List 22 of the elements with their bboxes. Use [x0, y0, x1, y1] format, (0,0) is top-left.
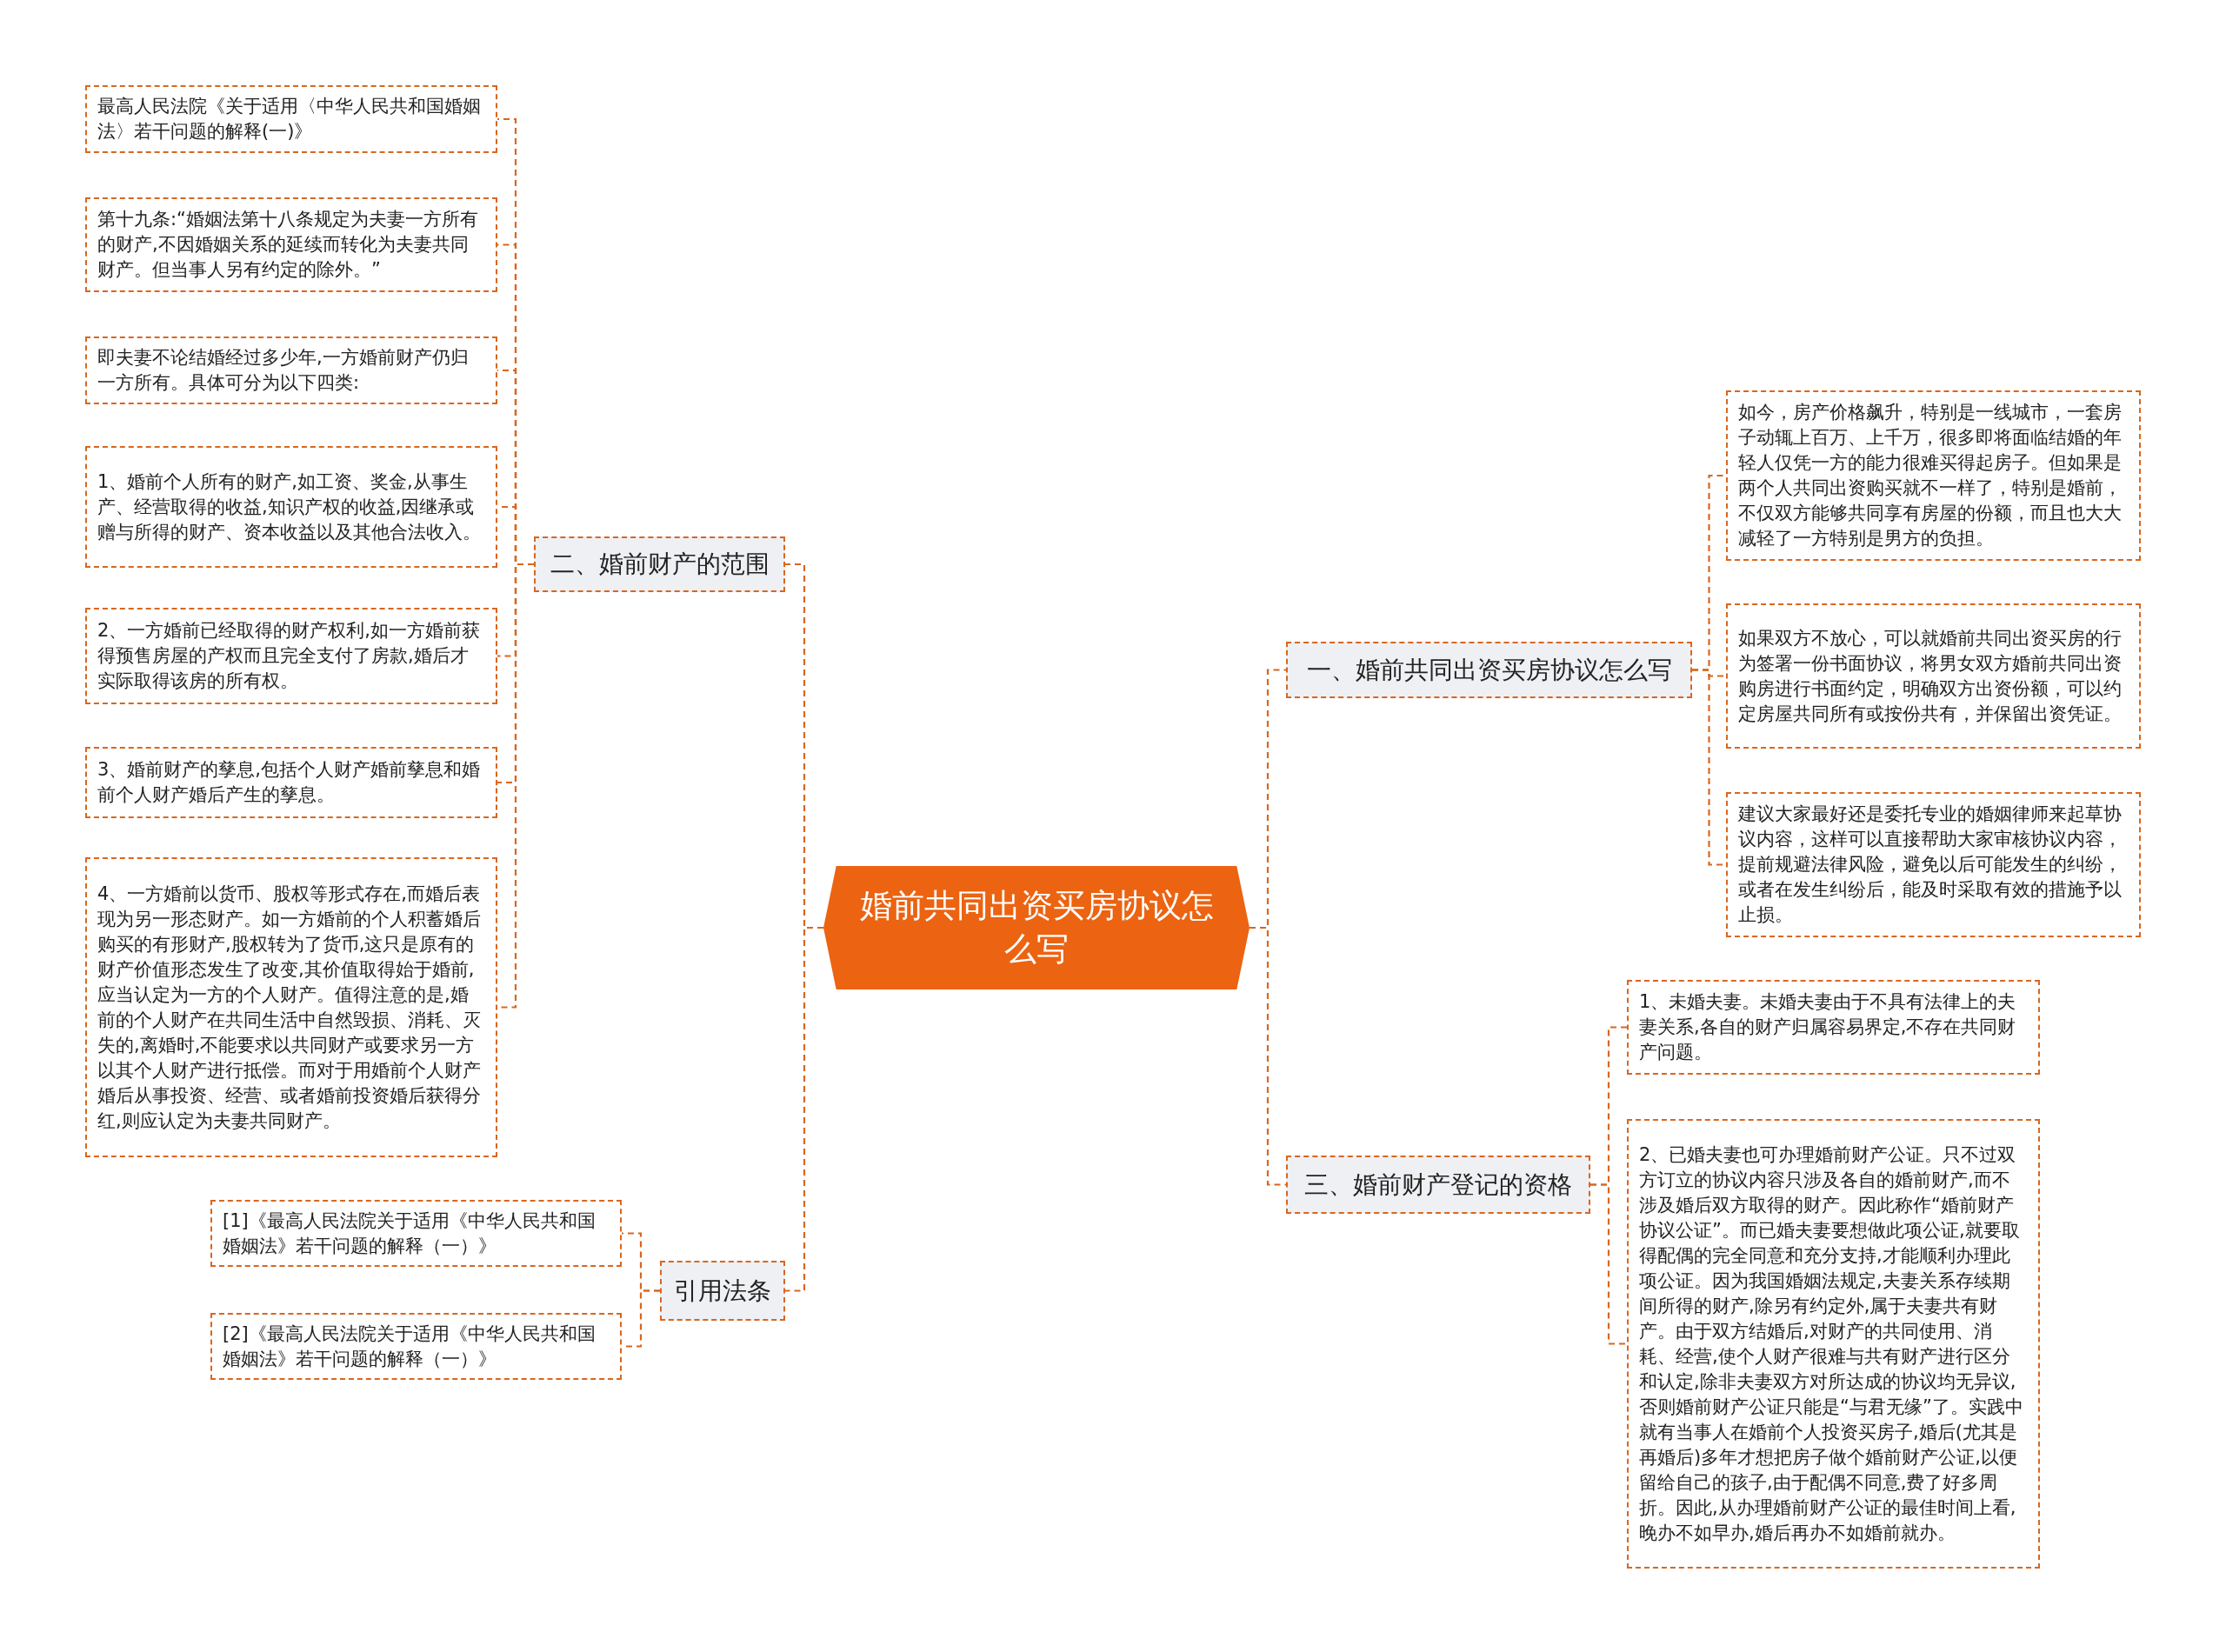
central-topic: 婚前共同出资买房协议怎么写: [823, 866, 1250, 989]
note-box: 1、未婚夫妻。未婚夫妻由于不具有法律上的夫妻关系,各自的财产归属容易界定,不存在共同财产问题。: [1627, 980, 2040, 1075]
branch-topic: 引用法条: [660, 1261, 785, 1321]
note-box: 2、一方婚前已经取得的财产权利,如一方婚前获得预售房屋的产权而且完全支付了房款,婚后才实际取得该房的所有权。: [85, 608, 497, 704]
note-box: 即夫妻不论结婚经过多少年,一方婚前财产仍归一方所有。具体可分为以下四类:: [85, 336, 497, 404]
note-box: 1、婚前个人所有的财产,如工资、奖金,从事生产、经营取得的收益,知识产权的收益,因继承或赠与所得的财产、资本收益以及其他合法收入。: [85, 446, 497, 568]
note-box: 如今，房产价格飙升，特别是一线城市，一套房子动辄上百万、上千万，很多即将面临结婚的年轻人仅凭一方的能力很难买得起房子。但如果是两个人共同出资购买就不一样了，特别是婚前，不仅双方能够共同享有房屋的份额，而且也大大减轻了一方特别是男方的负担。: [1726, 390, 2141, 561]
note-box: 最高人民法院《关于适用〈中华人民共和国婚姻法〉若干问题的解释(一)》: [85, 85, 497, 153]
branch-topic: 三、婚前财产登记的资格: [1286, 1156, 1590, 1214]
note-box: 第十九条:“婚姻法第十八条规定为夫妻一方所有的财产,不因婚姻关系的延续而转化为夫妻共同财产。但当事人另有约定的除外。”: [85, 197, 497, 292]
branch-topic: 一、婚前共同出资买房协议怎么写: [1286, 642, 1692, 698]
note-box: 如果双方不放心，可以就婚前共同出资买房的行为签署一份书面协议，将男女双方婚前共同出资购房进行书面约定，明确双方出资份额，可以约定房屋共同所有或按份共有，并保留出资凭证。: [1726, 603, 2141, 749]
note-box: 3、婚前财产的孳息,包括个人财产婚前孳息和婚前个人财产婚后产生的孳息。: [85, 747, 497, 818]
note-box: [2]《最高人民法院关于适用《中华人民共和国婚姻法》若干问题的解释（一）》: [210, 1313, 622, 1380]
branch-topic: 二、婚前财产的范围: [534, 536, 785, 592]
note-box: [1]《最高人民法院关于适用《中华人民共和国婚姻法》若干问题的解释（一）》: [210, 1200, 622, 1267]
note-box: 4、一方婚前以货币、股权等形式存在,而婚后表现为另一形态财产。如一方婚前的个人积蓄婚后购买的有形财产,股权转为了货币,这只是原有的财产价值形态发生了改变,其价值取得始于婚前,应当认定为一方的个人财产。值得注意的是,婚前的个人财产在共同生活中自然毁损、消耗、灭失的,离婚时,不能要求以共同财产或要求另一方以其个人财产进行抵偿。而对于用婚前个人财产婚后从事投资、经营、或者婚前投资婚后获得分红,则应认定为夫妻共同财产。: [85, 857, 497, 1157]
connector-line: [1590, 1183, 1627, 1345]
connector-line: [785, 926, 823, 1292]
connector-line: [1250, 926, 1286, 1186]
note-box: 2、已婚夫妻也可办理婚前财产公证。只不过双方订立的协议内容只涉及各自的婚前财产,而不涉及婚后双方取得的财产。因此称作“婚前财产协议公证”。而已婚夫妻要想做此项公证,就要取得配偶的完全同意和充分支持,才能顺利办理此项公证。因为我国婚姻法规定,夫妻关系存续期间所得的财产,除另有约定外,属于夫妻共有财产。由于双方结婚后,对财产的共同使用、消耗、经营,使个人财产很难与共有财产进行区分和认定,除非夫妻双方对所达成的协议均无异议,否则婚前财产公证只能是“与君无缘”了。实践中就有当事人在婚前个人投资买房子,婚后(尤其是再婚后)多年才想把房子做个婚前财产公证,以便留给自己的孩子,由于配偶不同意,费了好多周折。因此,从办理婚前财产公证的最佳时间上看,晚办不如早办,婚后再办不如婚前就办。: [1627, 1119, 2040, 1569]
note-box: 建议大家最好还是委托专业的婚姻律师来起草协议内容，这样可以直接帮助大家审核协议内容，提前规避法律风险，避免以后可能发生的纠纷，或者在发生纠纷后，能及时采取有效的措施予以止损。: [1726, 792, 2141, 937]
